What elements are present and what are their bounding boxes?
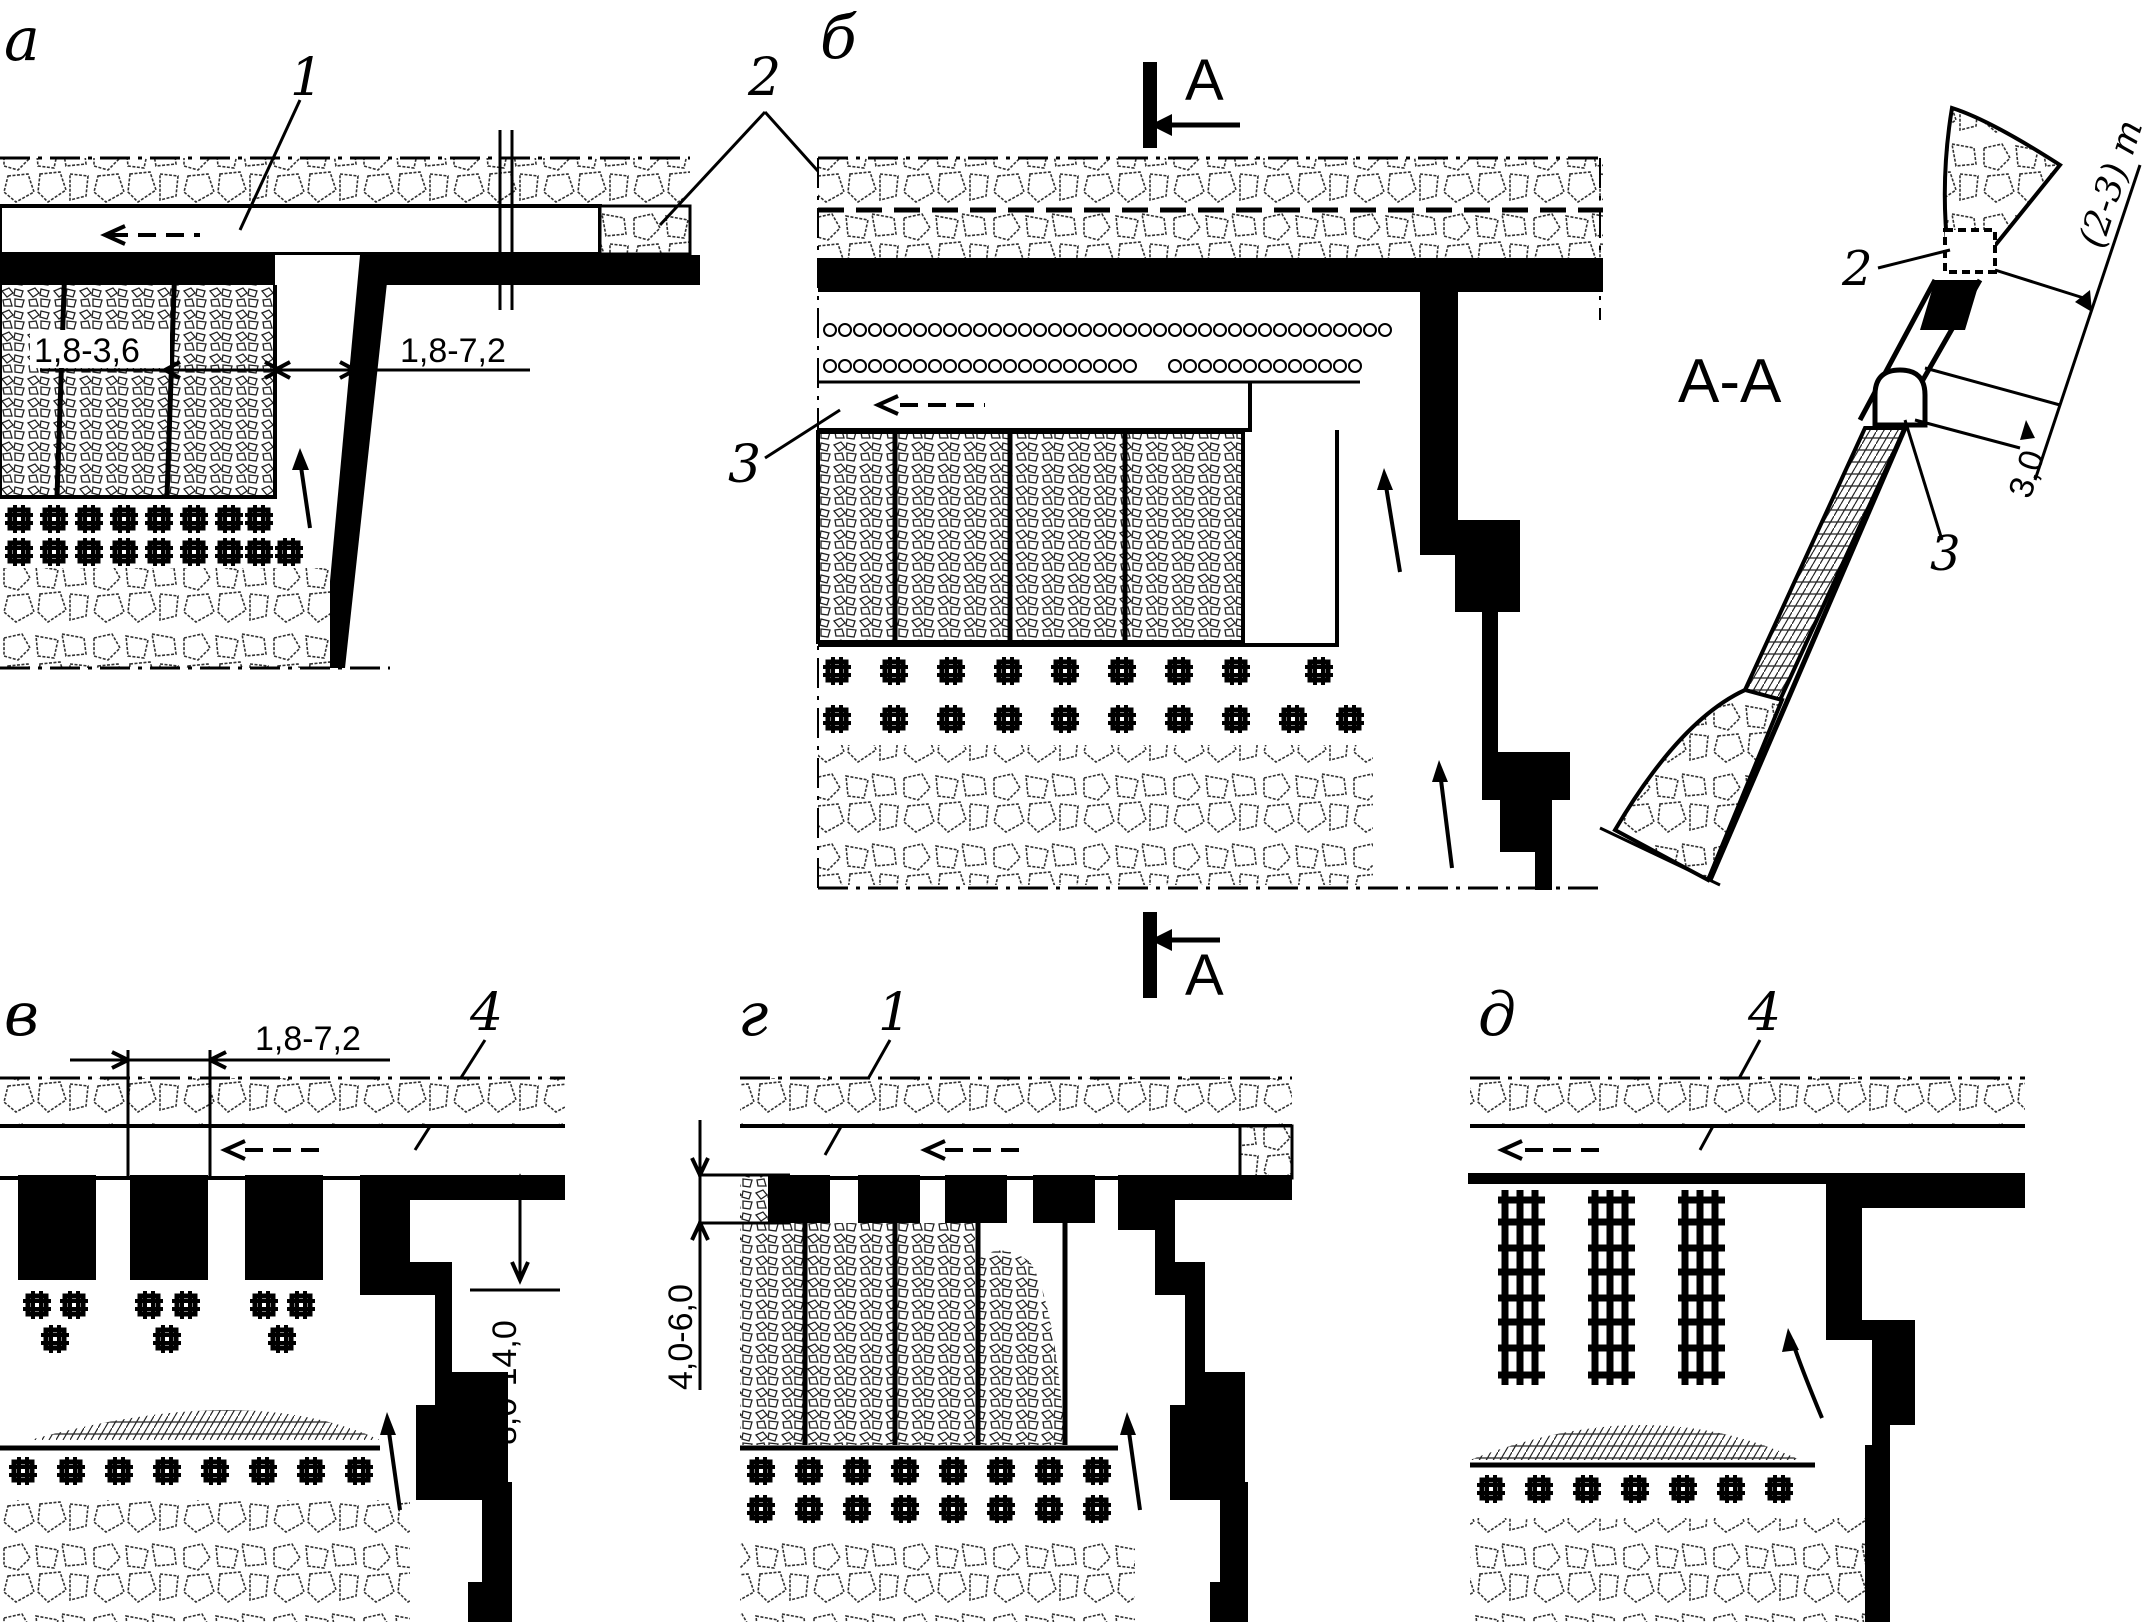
section-marker-top: А (1143, 48, 1240, 148)
panel-v-dim-width: 1,8-7,2 (255, 1020, 361, 1058)
panel-a-footwall-rock (0, 568, 330, 668)
panel-g-footwall-rock (740, 1538, 1135, 1622)
section-callout-3: 3 (1930, 526, 1961, 582)
panel-d-hanging-rock (1470, 1078, 2025, 1126)
panel-a-callout-1: 1 (290, 48, 323, 108)
panel-b: б 2 3 А (658, 3, 1603, 1008)
panel-a-dim-gap: 1,8-7,2 (400, 332, 506, 370)
panel-a-cribs (5, 505, 303, 566)
panel-a-dim-pillar: 1,8-3,6 (34, 332, 140, 370)
section-marker-bottom-label: А (1185, 943, 1224, 1008)
panel-v-dim-height: 8,0-14,0 (486, 1320, 524, 1445)
section-marker-top-label: А (1185, 48, 1224, 113)
panel-g-callout-1: 1 (878, 983, 911, 1043)
panel-v-callout-4: 4 (469, 983, 503, 1043)
section-upper-drift (1943, 228, 1997, 274)
panel-b-cribs (823, 657, 1364, 733)
panel-d-cribs (1498, 1190, 1725, 1385)
section-marker-bottom: А (1143, 912, 1224, 1008)
panel-a: а 1 1,8-3,6 1,8-7,2 (0, 5, 700, 670)
panel-g-pillar-4 (1033, 1175, 1095, 1223)
panel-g-pillar-3 (945, 1175, 1007, 1223)
panel-d-broken-ore (1470, 1425, 1800, 1460)
panel-v-pillar-1 (18, 1175, 96, 1280)
section-ore-fill (1742, 426, 1909, 703)
panel-v-pillar-3 (245, 1175, 323, 1280)
panel-b-callout-3: 3 (728, 435, 761, 495)
panel-v: в 4 1,8-7,2 8,0-14,0 (0, 980, 565, 1622)
panel-d-callout-4: 4 (1747, 983, 1781, 1043)
panel-a-drift (0, 204, 602, 256)
panel-v-bottom-cribs (9, 1457, 373, 1485)
panel-b-rib-pillar (1418, 292, 1570, 890)
section-pillar (1920, 280, 1980, 330)
panel-g-letter: г (738, 980, 768, 1050)
panel-d: д 4 (1468, 980, 2025, 1622)
section-view: А-А 2 3 (2-3) m 3,0 (1599, 105, 2152, 887)
panel-g: г 1 4,0-6,0 (662, 980, 1294, 1622)
panel-g-pillar-2 (858, 1175, 920, 1223)
panel-v-footwall-rock (0, 1500, 410, 1622)
panel-g-rib-pillar (1118, 1175, 1292, 1622)
panel-b-rings-row-1 (823, 323, 1392, 337)
panel-v-broken-ore (30, 1410, 380, 1440)
panel-d-rib-pillar (1468, 1173, 2025, 1622)
panel-g-pillar-1 (768, 1175, 830, 1223)
panel-a-ore-block (0, 260, 277, 499)
panel-v-pillar-2 (130, 1175, 208, 1280)
panel-d-footwall-rock (1470, 1518, 1865, 1622)
section-callout-2: 2 (1841, 241, 1873, 297)
panel-a-rib-pillar (322, 255, 390, 668)
panel-g-dim-height: 4,0-6,0 (662, 1284, 700, 1390)
panel-b-letter: б (820, 3, 857, 73)
panel-v-cribs (23, 1291, 315, 1353)
section-lower-rock (1612, 687, 1785, 883)
panel-v-hanging-rock (0, 1078, 565, 1126)
panel-v-rib-pillar (360, 1175, 565, 1622)
panel-b-rings-row-2 (823, 359, 1362, 373)
section-view-title: А-А (1678, 347, 1782, 416)
panel-b-callout-2: 2 (747, 48, 781, 108)
panel-b-roof-pillar (818, 258, 1603, 292)
panel-b-ore-block (816, 430, 1245, 644)
panel-g-ore-block (740, 1223, 975, 1445)
panel-v-letter: в (4, 980, 39, 1050)
section-dim-top: (2-3) m (2072, 115, 2152, 253)
panel-b-footwall-rock (818, 745, 1373, 885)
panel-a-letter: а (4, 5, 40, 75)
panel-a-hanging-rock (0, 158, 690, 206)
panel-g-hanging-rock (740, 1078, 1292, 1126)
section-lower-drift (1872, 367, 1928, 428)
panel-d-bottom-cribs (1477, 1475, 1793, 1503)
panel-d-letter: д (1478, 980, 1516, 1050)
panel-g-cribs (747, 1457, 1111, 1523)
